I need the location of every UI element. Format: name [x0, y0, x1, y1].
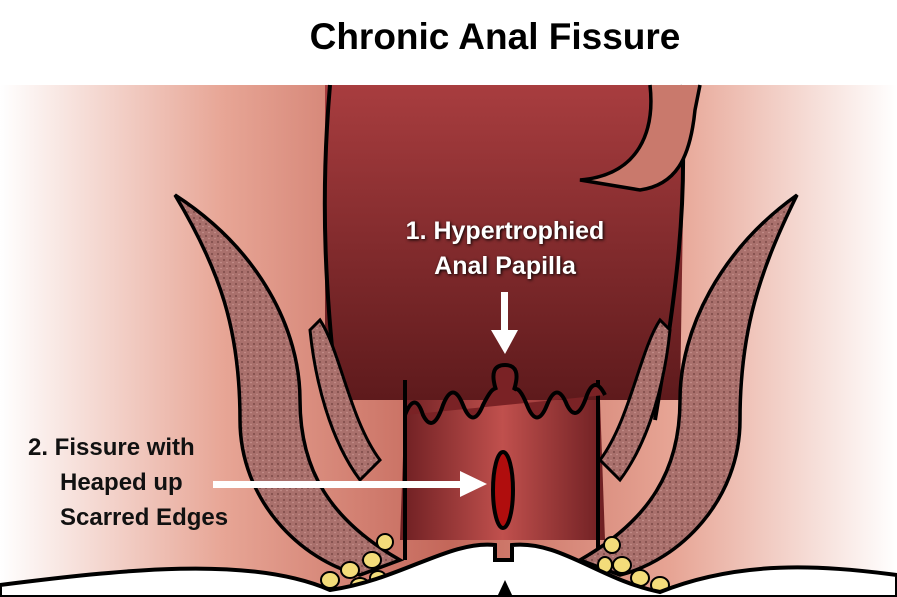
label-line: Anal Papilla: [434, 252, 576, 280]
pointer-triangle: [497, 580, 513, 597]
diagram-title: Chronic Anal Fissure: [309, 16, 681, 57]
label-line: Scarred Edges: [60, 504, 229, 531]
label-line: Heaped up: [60, 469, 183, 496]
perianal-skin: [0, 542, 897, 597]
left-sphincter-muscle: [173, 193, 405, 577]
papilla: [403, 362, 607, 425]
right-sphincter-muscle: [575, 193, 799, 577]
arrow-right: [213, 471, 487, 497]
label-hypertrophied-papilla: 1. Hypertrophied Anal Papilla: [385, 214, 625, 284]
label-line: 2. Fissure with: [28, 434, 195, 461]
label-line: 1. Hypertrophied: [405, 217, 605, 245]
rectal-fold: [579, 84, 702, 192]
arrow-down: [491, 292, 518, 354]
label-fissure: 2. Fissure with Heaped up Scarred Edges: [28, 430, 228, 535]
rectum: [325, 85, 685, 400]
fissure: [491, 450, 515, 530]
